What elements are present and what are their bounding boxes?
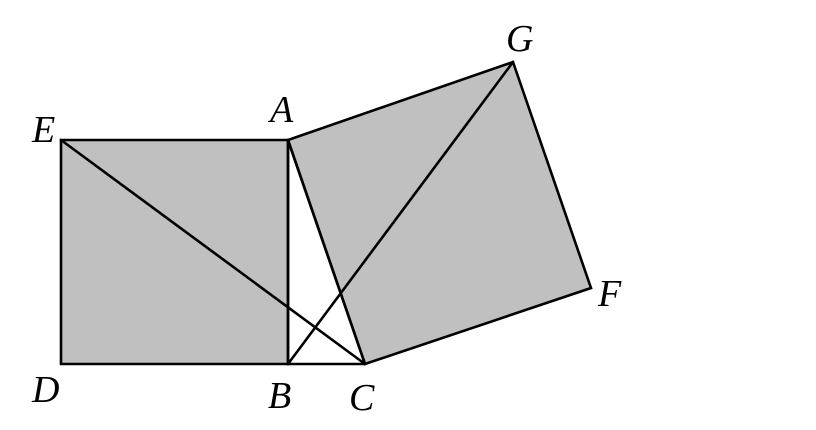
label-point-e: E [31,109,55,151]
label-point-g: G [506,18,533,60]
segment-ac [286,138,367,366]
label-point-c: C [349,377,375,419]
square-abde [59,138,290,366]
label-point-b: B [268,375,291,417]
square-acfg [286,60,593,366]
label-point-f: F [597,273,622,315]
segment-bg [286,60,515,366]
label-point-a: A [267,89,294,131]
label-point-d: D [31,369,59,411]
